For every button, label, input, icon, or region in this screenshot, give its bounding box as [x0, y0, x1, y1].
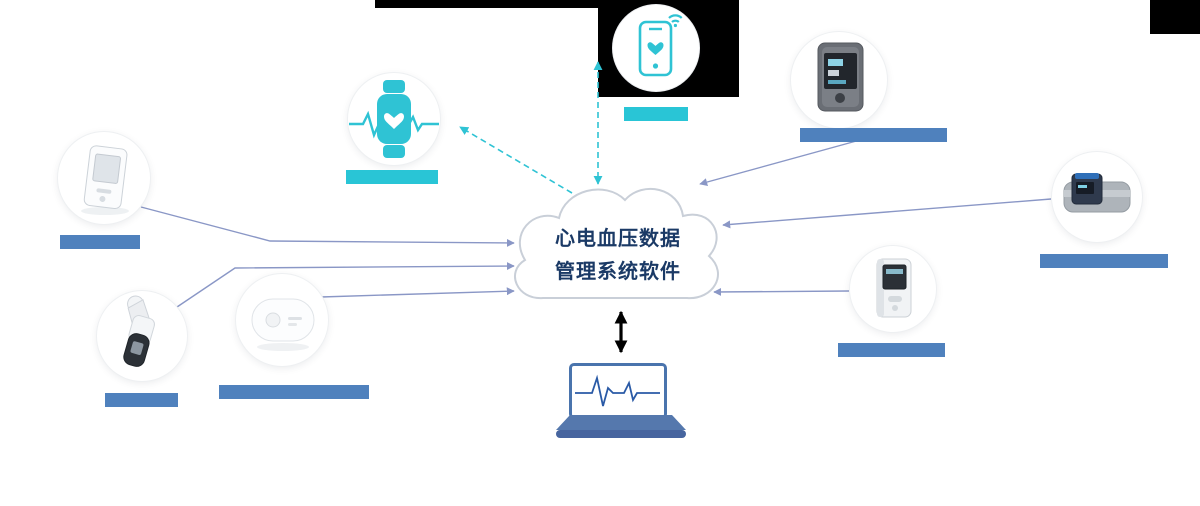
ear-thermometer-label-bar — [105, 393, 178, 407]
cloud-shape — [514, 187, 719, 300]
blood-pressure-monitor-photo — [817, 42, 864, 112]
handheld-ecg-label-bar — [60, 235, 140, 249]
smartwatch-heart-ecg-icon — [349, 80, 439, 158]
holter-node — [850, 246, 936, 332]
handheld-ecg-node — [58, 132, 150, 224]
cloud-title-line1: 心电血压数据 — [555, 226, 681, 250]
ear-thermometer-photo — [123, 295, 155, 367]
laptop-base — [556, 415, 686, 438]
cloud-title-line2: 管理系统软件 — [555, 259, 681, 283]
bp-monitor-label-bar — [800, 128, 947, 142]
bp-monitor-with-cuff-photo — [1063, 173, 1131, 213]
ecg-patch-node — [236, 274, 328, 366]
smartphone-node — [613, 5, 699, 91]
black-background-patch — [1150, 0, 1200, 34]
edge-holter-cloud — [713, 287, 850, 296]
smartphone-label-bar — [624, 107, 688, 121]
holter-ecg-recorder-photo — [876, 258, 912, 318]
ecg-patch-label-bar — [219, 385, 369, 399]
holter-label-bar — [838, 343, 945, 357]
edge-ecg-patch-cloud — [320, 287, 515, 298]
laptop-ecg-waveform-icon — [575, 374, 660, 407]
ecg-patch-device-photo — [251, 298, 315, 351]
cloud-title: 心电血压数据 管理系统软件 — [520, 222, 716, 288]
smartwatch-node — [348, 73, 440, 165]
laptop-node — [556, 361, 686, 441]
smartwatch-label-bar — [346, 170, 438, 184]
edge-handheld-ecg-cloud — [140, 206, 515, 247]
smartphone-health-app-icon — [638, 14, 683, 77]
bp-monitor-node — [791, 32, 887, 128]
black-background-patch — [375, 0, 598, 8]
laptop-screen — [569, 363, 667, 419]
handheld-ecg-device-photo — [81, 145, 129, 215]
edge-ear-thermometer-cloud — [176, 262, 515, 308]
bp-monitor-cuff-node — [1052, 152, 1142, 242]
bp-monitor-cuff-label-bar — [1040, 254, 1168, 268]
ear-thermometer-node — [97, 291, 187, 381]
edge-bp-monitor-cuff-cloud — [722, 198, 1052, 229]
